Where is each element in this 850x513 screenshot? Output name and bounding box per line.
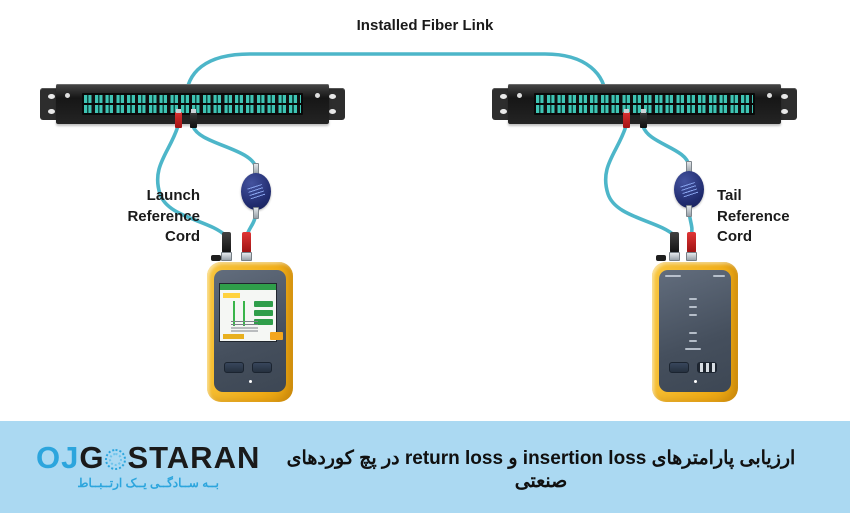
red-connector-left-panel <box>175 109 182 128</box>
plug-nut <box>669 252 680 261</box>
tail-reference-cord-label: Tail Reference Cord <box>717 186 827 248</box>
tester-button <box>252 362 272 373</box>
coupler-label <box>247 184 266 201</box>
tester-front-panel <box>214 270 286 392</box>
led-label <box>689 298 697 300</box>
black-connector-right-panel <box>640 109 647 128</box>
coupler-label <box>680 182 699 199</box>
power-nub <box>211 255 221 261</box>
tester-front-panel <box>659 270 731 392</box>
logo-ornament-icon <box>105 449 127 470</box>
red-connector-right-panel <box>623 109 630 128</box>
plug-nut <box>241 252 252 261</box>
led-label <box>685 348 701 350</box>
launch-cord-cable-coupler-top <box>191 124 258 170</box>
connector-ferrule <box>624 109 629 113</box>
result-chip <box>254 319 273 325</box>
model-text <box>713 275 725 277</box>
coupler-ferrule-bottom <box>686 205 692 217</box>
logo-text-g: G <box>79 440 105 475</box>
lc-ports-top <box>84 95 301 103</box>
black-connector-left-panel <box>190 109 197 128</box>
screw-hole <box>329 94 336 99</box>
connector-ferrule <box>191 109 196 113</box>
tail-cord-cable-coupler-top <box>641 124 691 168</box>
tester-button <box>669 362 689 373</box>
screw-hole <box>500 94 507 99</box>
screw-hole <box>65 93 70 98</box>
screw-hole <box>781 94 788 99</box>
screen-footer-bar <box>223 334 244 339</box>
screw-hole <box>767 93 772 98</box>
left-fiber-coupler <box>241 163 271 219</box>
connector-ferrule <box>176 109 181 113</box>
logo-tagline: بــه ســادگــی یــک ارتــبــاط <box>77 476 219 490</box>
brand-badge <box>270 332 283 340</box>
black-plug-right-tester <box>669 232 680 261</box>
led-label <box>689 340 697 342</box>
red-plug-left-tester <box>241 232 252 261</box>
screw-hole <box>781 109 788 114</box>
screen-text-lines <box>231 321 258 332</box>
launch-cord-cable-left <box>155 124 228 238</box>
screw-hole <box>517 93 522 98</box>
label-line: Cord <box>165 228 200 245</box>
footer-headline: ارزیابی پارامترهای insertion loss و retu… <box>286 448 796 492</box>
coupler-body <box>241 173 271 210</box>
result-chip <box>254 301 273 307</box>
tester-button <box>697 362 717 373</box>
black-plug-left-tester <box>221 232 232 261</box>
screw-hole <box>500 109 507 114</box>
screw-hole <box>329 109 336 114</box>
left-tester-main-unit <box>207 255 293 402</box>
right-fiber-coupler <box>674 161 704 217</box>
coupler-body <box>674 171 704 208</box>
label-line: Tail <box>717 187 742 204</box>
tail-cord-cable-right <box>603 124 677 238</box>
tester-screen <box>219 283 277 342</box>
red-plug-right-tester <box>686 232 697 261</box>
result-chip <box>254 310 273 316</box>
tester-button <box>224 362 244 373</box>
plug-nut <box>221 252 232 261</box>
diagram-title: Installed Fiber Link <box>356 17 494 34</box>
label-line: Reference <box>127 207 200 225</box>
power-nub <box>656 255 666 261</box>
indicator-dot <box>694 380 697 383</box>
trace-line <box>233 301 235 326</box>
screen-tab <box>223 293 240 298</box>
installed-fiber-link-cable <box>184 52 608 102</box>
label-line: Cord <box>717 228 752 245</box>
screw-hole <box>48 94 55 99</box>
led-label <box>689 314 697 316</box>
lc-ports-top <box>536 95 753 103</box>
coupler-ferrule-bottom <box>253 207 259 219</box>
screen-header-bar <box>220 284 276 290</box>
label-line: Reference <box>717 207 790 225</box>
label-line: Launch <box>146 187 200 204</box>
plug-nut <box>686 252 697 261</box>
led-label <box>689 306 697 308</box>
logo-text-staran: STARAN <box>127 440 261 475</box>
right-tester-remote-unit <box>652 255 738 402</box>
trace-line <box>243 301 245 326</box>
indicator-dot <box>249 380 252 383</box>
brand-text <box>665 275 681 277</box>
right-patch-panel <box>492 84 797 124</box>
logo-text-oj: OJ <box>36 440 80 475</box>
led-label <box>689 332 697 334</box>
connector-ferrule <box>641 109 646 113</box>
screw-hole <box>48 109 55 114</box>
screw-hole <box>315 93 320 98</box>
launch-reference-cord-label: Launch Reference Cord <box>92 186 200 248</box>
